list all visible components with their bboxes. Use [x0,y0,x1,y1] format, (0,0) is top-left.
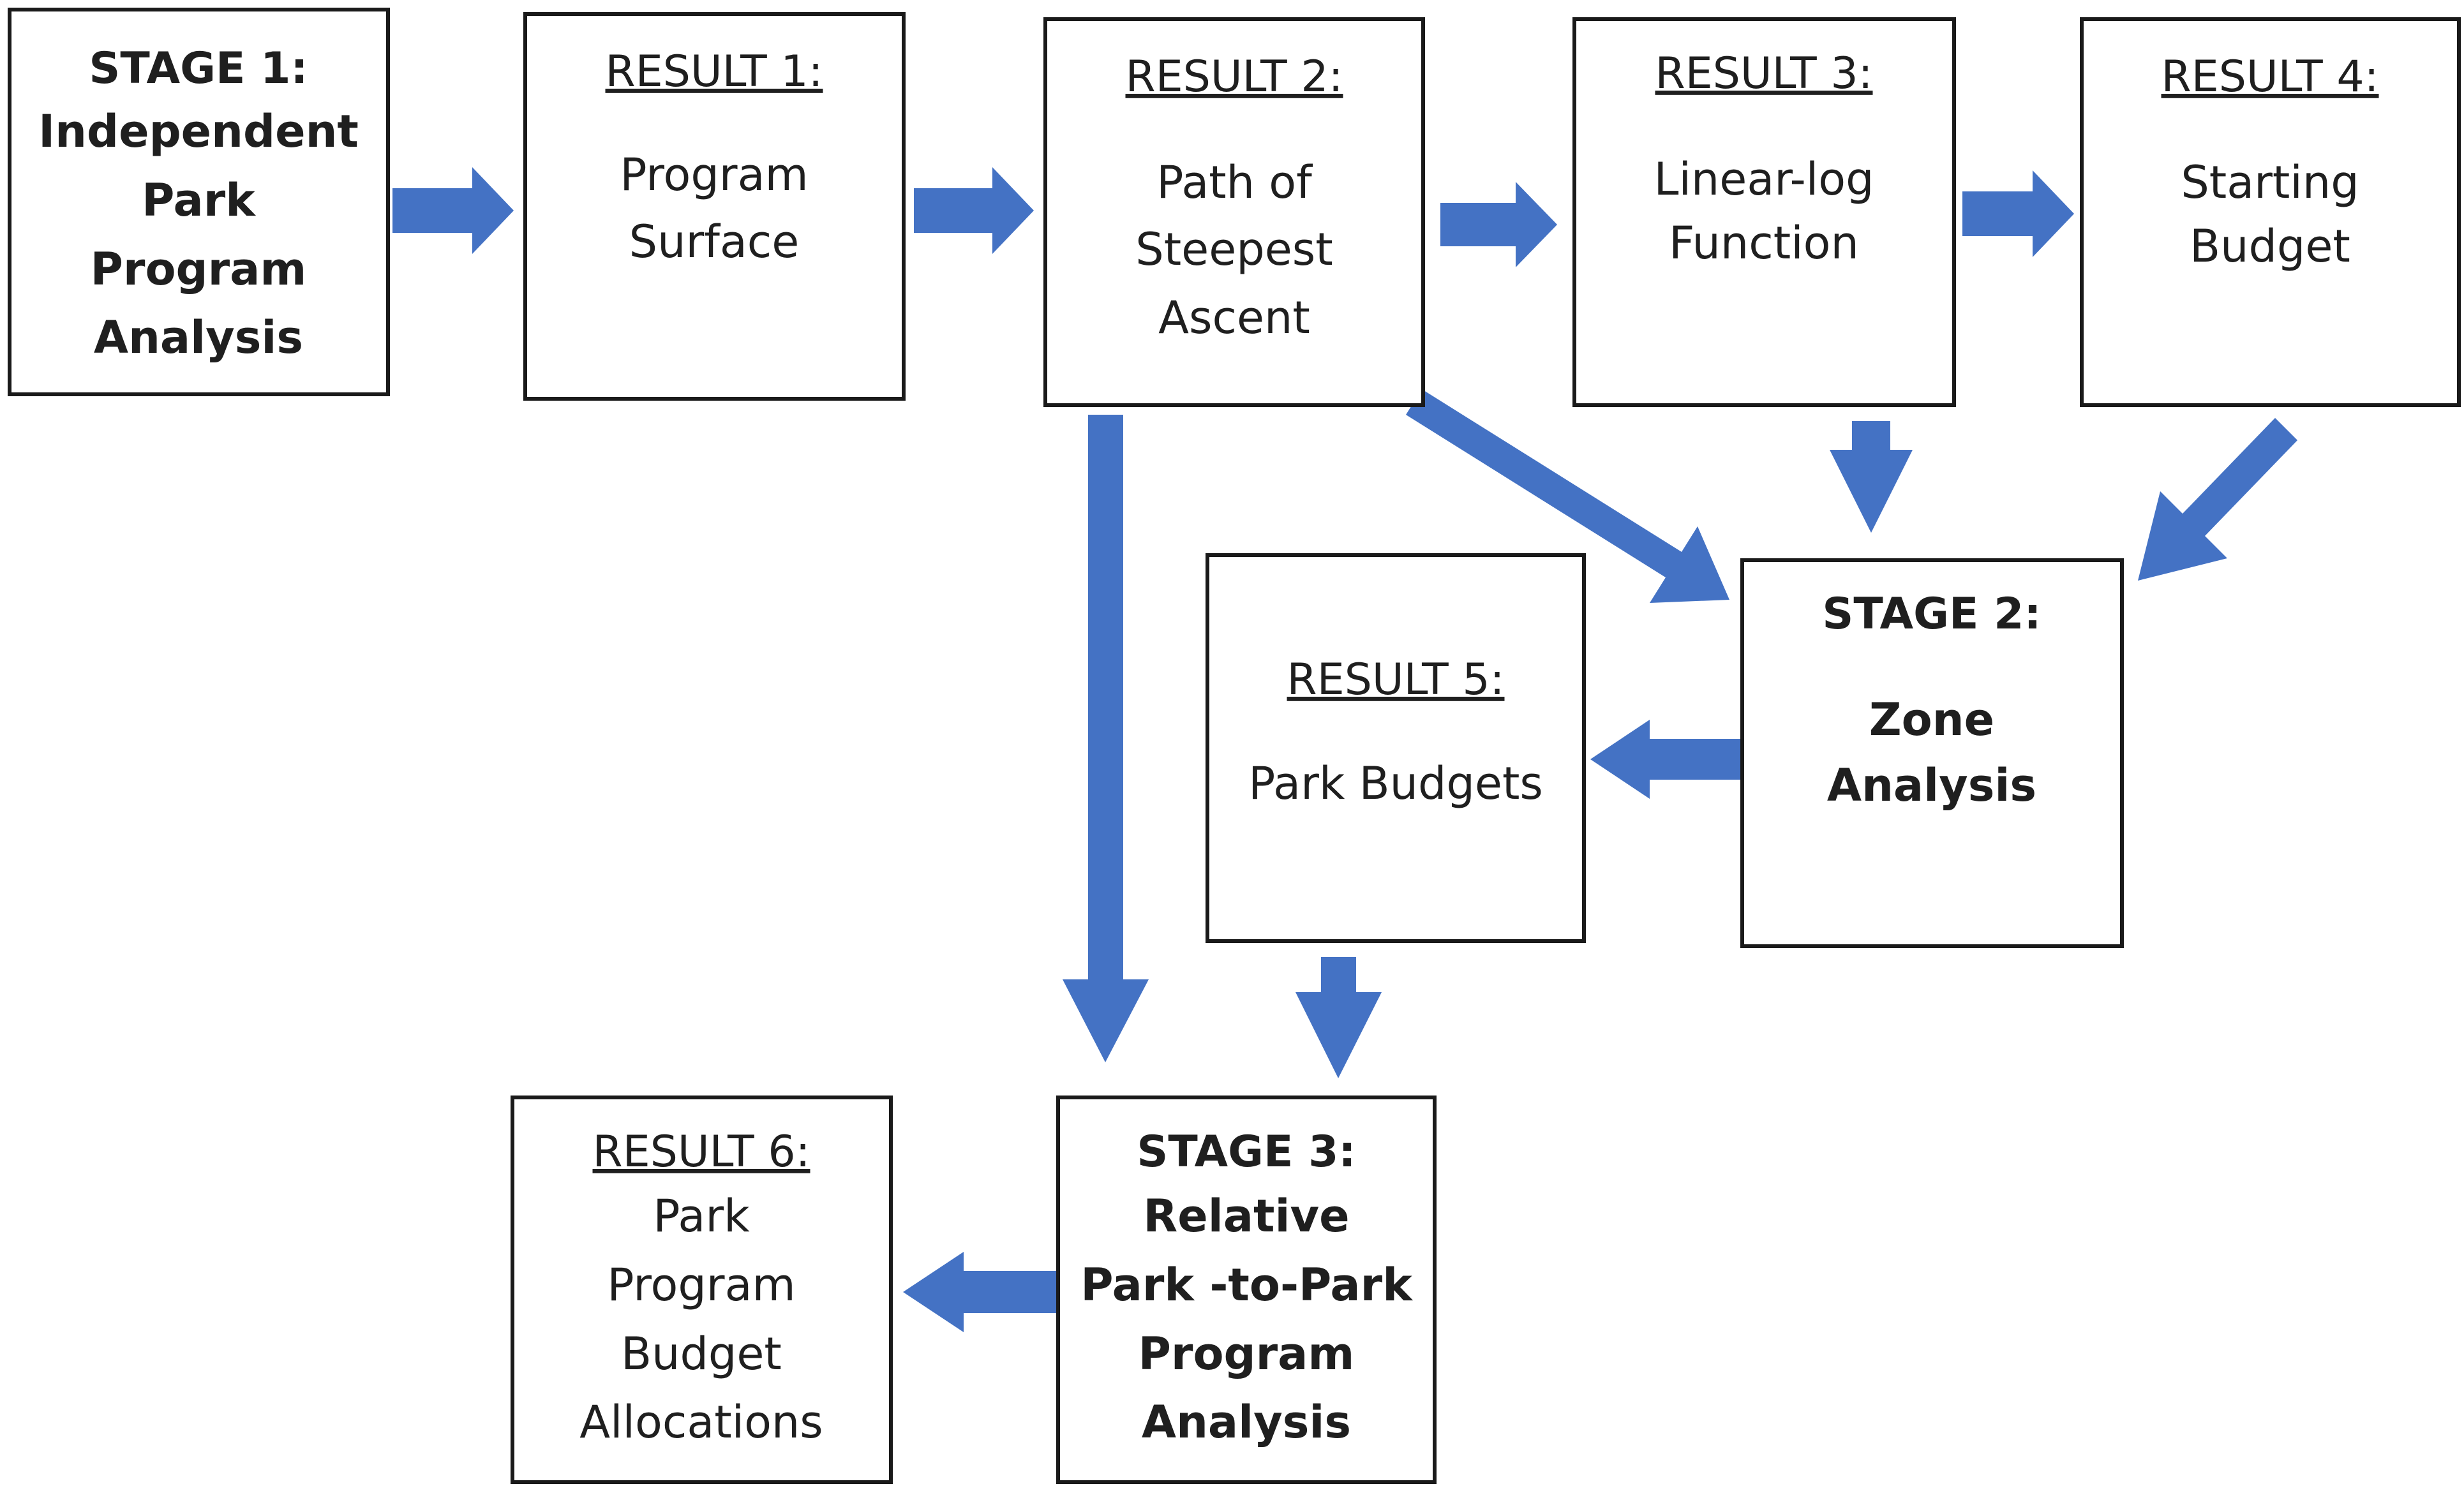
node-stage3-line: Program [1139,1328,1355,1380]
node-stage1-heading: STAGE 1: [89,43,308,94]
node-result2-heading: RESULT 2: [1126,52,1343,102]
arrow-result5-to-stage3 [1295,957,1382,1078]
node-stage2-line: Analysis [1827,759,2036,812]
node-result3-line: Linear-log [1654,153,1874,205]
arrow-stage2-to-result5 [1590,720,1742,799]
node-stage1-line: Park [142,174,256,227]
node-stage3-line: Relative [1143,1190,1349,1242]
arrow-result3-to-result4 [1962,170,2074,257]
node-stage2-heading: STAGE 2: [1822,589,2041,639]
node-result1: RESULT 1: Program Surface [523,12,906,401]
node-result4-heading: RESULT 4: [2162,52,2379,102]
node-result1-heading: RESULT 1: [606,47,823,97]
node-stage2-line: Zone [1869,694,1994,746]
node-result5-line: Park Budgets [1248,757,1543,810]
node-result6-heading: RESULT 6: [593,1127,810,1177]
arrow-result3-to-stage2 [1830,421,1913,533]
node-result6-line: Budget [621,1328,782,1380]
node-result2: RESULT 2: Path of Steepest Ascent [1043,17,1425,407]
arrow-result2-to-stage3 [1063,415,1149,1062]
node-result4-line: Budget [2190,220,2350,272]
node-stage1: STAGE 1: Independent Park Program Analys… [8,8,390,396]
arrow-result4-to-stage2 [2138,418,2297,581]
node-stage3-heading: STAGE 3: [1137,1127,1355,1177]
node-stage3-line: Analysis [1142,1396,1351,1448]
node-result5: RESULT 5: Park Budgets [1206,553,1586,943]
node-result5-heading: RESULT 5: [1287,655,1505,705]
node-stage2: STAGE 2: Zone Analysis [1740,558,2124,948]
node-stage1-line: Analysis [94,311,303,364]
node-stage1-line: Program [91,243,307,295]
node-result3: RESULT 3: Linear-log Function [1572,17,1956,407]
arrow-stage1-to-result1 [392,167,514,254]
node-stage1-line: Independent [38,105,359,158]
node-result6-line: Allocations [579,1396,823,1448]
node-stage3-line: Park -to-Park [1080,1259,1413,1311]
node-result6-line: Park [653,1190,750,1242]
node-result1-line: Surface [629,216,800,268]
node-result2-line: Ascent [1158,292,1310,344]
arrow-result1-to-result2 [914,167,1034,254]
arrows [392,167,2297,1332]
node-result1-line: Program [620,149,808,201]
arrow-result2-to-result3 [1440,182,1557,267]
arrow-stage3-to-result6 [903,1252,1058,1332]
node-result2-line: Path of [1156,156,1313,209]
node-stage3: STAGE 3: Relative Park -to-Park Program … [1056,1096,1437,1484]
arrow-result2-to-stage2 [1406,389,1729,603]
node-result4: RESULT 4: Starting Budget [2080,17,2461,407]
node-result4-line: Starting [2181,156,2359,209]
node-result6-line: Program [607,1259,795,1311]
node-result3-line: Function [1669,217,1859,269]
node-result2-line: Steepest [1135,223,1333,276]
node-result3-heading: RESULT 3: [1655,48,1873,99]
node-result6: RESULT 6: Park Program Budget Allocation… [511,1096,893,1484]
